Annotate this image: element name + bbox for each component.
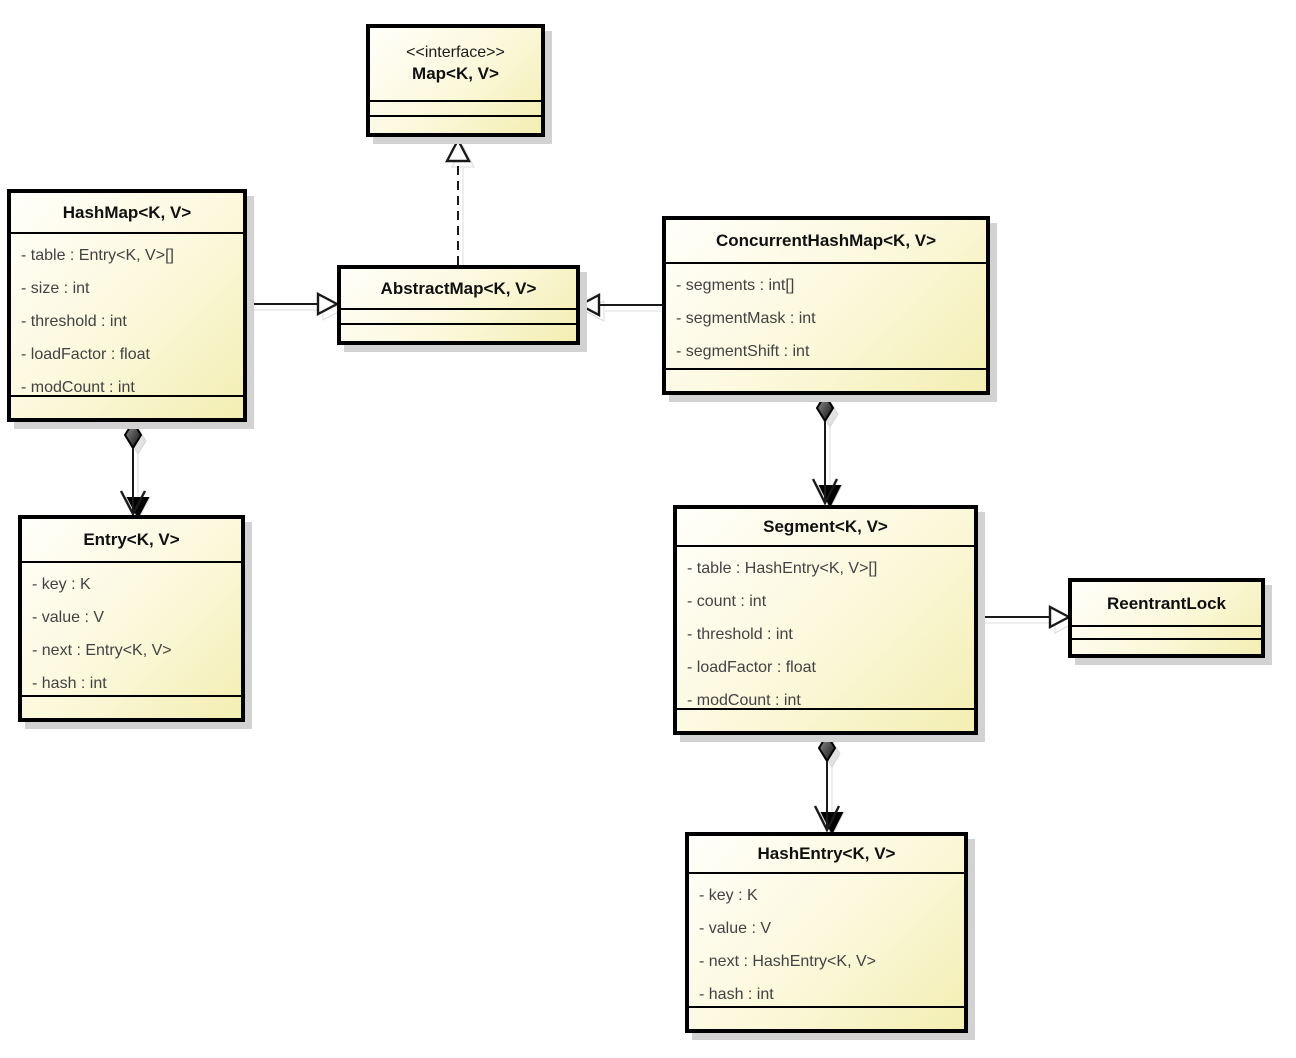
class-abstractmap[interactable]: AbstractMap<K, V> xyxy=(337,265,580,345)
class-title: Segment<K, V> xyxy=(763,517,888,537)
attribute-line: - count : int xyxy=(687,593,767,610)
class-attributes: - table : Entry<K, V>[] - size : int - thr… xyxy=(11,232,243,395)
attribute-line: - hash : int xyxy=(699,986,774,1003)
class-hashentry[interactable]: HashEntry<K, V> - key : K - value : V - ne… xyxy=(685,832,968,1033)
attribute-line: - next : Entry<K, V> xyxy=(32,642,172,659)
class-methods-empty xyxy=(370,115,541,133)
class-methods-empty xyxy=(341,323,576,341)
class-title: AbstractMap<K, V> xyxy=(380,278,537,298)
class-title: Entry<K, V> xyxy=(83,530,180,550)
attribute-line: - loadFactor : float xyxy=(21,346,150,363)
attribute-line: - modCount : int xyxy=(21,379,135,395)
class-title: HashEntry<K, V> xyxy=(757,844,896,864)
class-segment[interactable]: Segment<K, V> - table : HashEntry<K, V>[… xyxy=(673,505,978,735)
class-methods-empty xyxy=(1072,638,1261,654)
attribute-line: - segmentMask : int xyxy=(676,310,816,327)
class-reentrantlock[interactable]: ReentrantLock xyxy=(1068,578,1265,658)
attribute-line: - modCount : int xyxy=(687,692,801,708)
stereotype-label: <<interface>> xyxy=(406,44,505,62)
class-concurrenthashmap[interactable]: ConcurrentHashMap<K, V> - segments : int… xyxy=(662,216,990,395)
class-entry[interactable]: Entry<K, V> - key : K - value : V - next :… xyxy=(18,515,245,722)
class-title: ConcurrentHashMap<K, V> xyxy=(715,231,937,251)
class-methods-empty xyxy=(11,395,243,418)
edge-segment-composes-hashentry[interactable] xyxy=(813,733,841,833)
class-methods-empty xyxy=(677,708,974,731)
class-name-label: Map<K, V> xyxy=(412,64,499,84)
class-attributes xyxy=(1072,625,1261,638)
attribute-line: - threshold : int xyxy=(687,626,793,643)
edge-concurrenthashmap-composes-segment[interactable] xyxy=(811,393,839,506)
class-hashmap[interactable]: HashMap<K, V> - table : Entry<K, V>[] - s… xyxy=(7,189,247,422)
class-attributes: - key : K - value : V - next : HashEntry<K… xyxy=(689,872,964,1006)
edge-hashmap-composes-entry[interactable] xyxy=(119,420,147,517)
attribute-line: - key : K xyxy=(699,887,758,904)
class-title: HashMap<K, V> xyxy=(62,202,192,222)
class-attributes: - table : HashEntry<K, V>[] - count : int… xyxy=(677,545,974,708)
attribute-line: - value : V xyxy=(32,609,105,626)
attribute-line: - threshold : int xyxy=(21,313,127,330)
class-map[interactable]: <<interface>> Map<K, V> xyxy=(366,24,545,137)
attribute-line: - hash : int xyxy=(32,675,107,692)
attribute-line: - key : K xyxy=(32,576,91,593)
class-methods-empty xyxy=(22,695,241,718)
class-title: <<interface>> Map<K, V> xyxy=(370,28,541,100)
class-title: ReentrantLock xyxy=(1106,593,1227,613)
attribute-line: - size : int xyxy=(21,280,90,297)
class-methods-empty xyxy=(666,368,986,391)
class-attributes xyxy=(370,100,541,115)
edge-segment-extends-reentrantlock[interactable] xyxy=(978,605,1072,629)
attribute-line: - value : V xyxy=(699,920,772,937)
edge-abstractmap-implements-map[interactable] xyxy=(445,137,471,265)
class-attributes: - segments : int[] - segmentMask : int - s… xyxy=(666,262,986,368)
attribute-line: - table : HashEntry<K, V>[] xyxy=(687,560,878,577)
attribute-line: - table : Entry<K, V>[] xyxy=(21,247,174,264)
class-attributes xyxy=(341,308,576,323)
edge-hashmap-extends-abstractmap[interactable] xyxy=(247,292,340,316)
attribute-line: - segmentShift : int xyxy=(676,343,810,360)
class-methods-empty xyxy=(689,1006,964,1029)
edge-concurrenthashmap-extends-abstractmap[interactable] xyxy=(577,293,662,317)
attribute-line: - segments : int[] xyxy=(676,277,795,294)
attribute-line: - next : HashEntry<K, V> xyxy=(699,953,876,970)
class-attributes: - key : K - value : V - next : Entry<K, V>… xyxy=(22,561,241,695)
attribute-line: - loadFactor : float xyxy=(687,659,816,676)
